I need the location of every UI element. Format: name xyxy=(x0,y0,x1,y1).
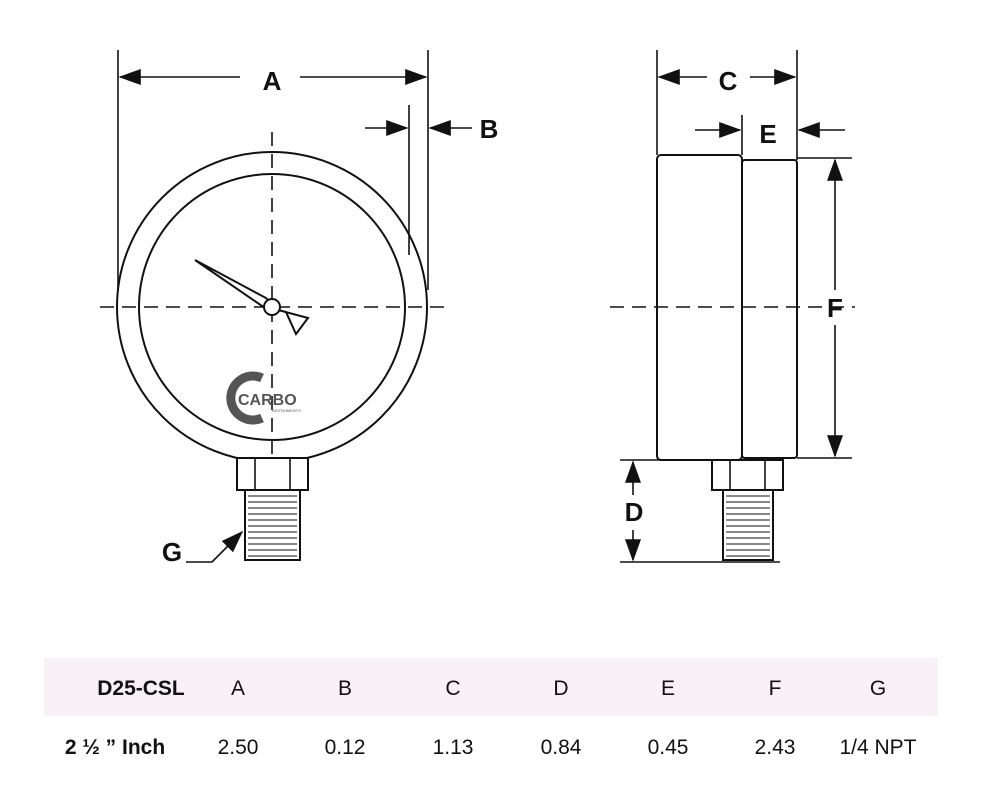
model-header: D25-CSL xyxy=(97,677,185,700)
label-f: F xyxy=(827,293,843,323)
label-e: E xyxy=(759,119,776,149)
value-d: 0.84 xyxy=(540,736,582,759)
header-d: D xyxy=(553,677,569,700)
table-header-band xyxy=(44,658,938,716)
value-g: 1/4 NPT xyxy=(839,736,917,759)
carbo-logo: CARBO INSTRUMENTS xyxy=(226,371,301,425)
label-b: B xyxy=(480,114,499,144)
value-e: 0.45 xyxy=(647,736,689,759)
header-g: G xyxy=(869,677,887,700)
label-g: G xyxy=(162,537,182,567)
value-b: 0.12 xyxy=(324,736,366,759)
size-cell: 2 ½ ” Inch xyxy=(64,736,166,759)
label-c: C xyxy=(719,66,738,96)
header-c: C xyxy=(445,677,461,700)
header-f: F xyxy=(768,677,782,700)
header-b: B xyxy=(337,677,353,700)
label-a: A xyxy=(263,66,282,96)
bezel xyxy=(741,159,798,459)
header-a: A xyxy=(230,677,246,700)
value-f: 2.43 xyxy=(754,736,796,759)
label-d: D xyxy=(625,497,644,527)
svg-text:CARBO: CARBO xyxy=(238,392,297,409)
gauge-dimension-drawing: CARBO INSTRUMENTS A B C E F D G xyxy=(100,50,855,567)
gauge-pointer xyxy=(194,259,310,336)
value-c: 1.13 xyxy=(432,736,474,759)
pointer-hub xyxy=(263,298,281,316)
header-e: E xyxy=(660,677,676,700)
socket-hex xyxy=(236,457,309,491)
svg-text:INSTRUMENTS: INSTRUMENTS xyxy=(272,408,301,413)
value-a: 2.50 xyxy=(217,736,259,759)
